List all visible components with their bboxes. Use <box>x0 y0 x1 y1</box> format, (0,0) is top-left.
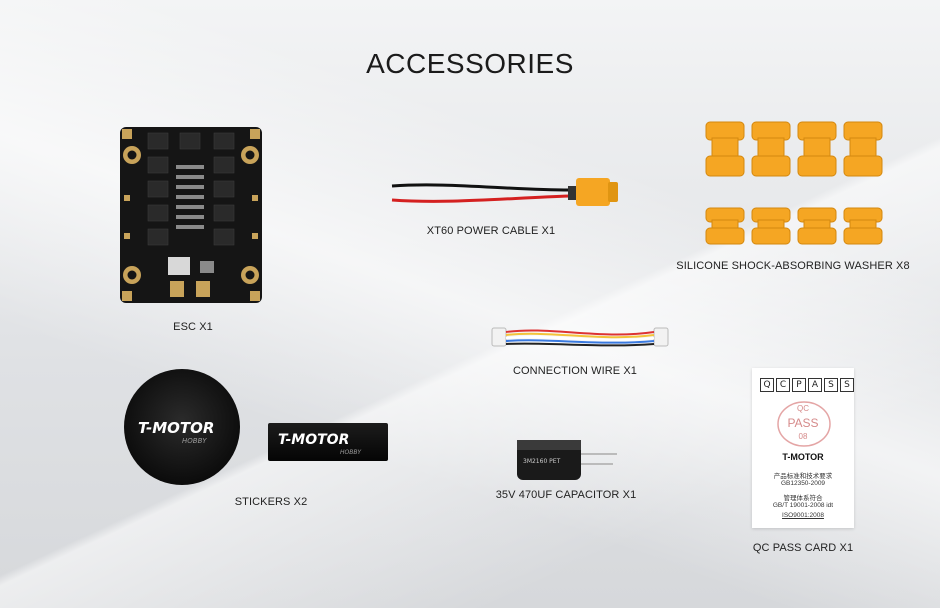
wire-label: CONNECTION WIRE X1 <box>512 365 638 377</box>
qc-header-char: A <box>808 378 822 392</box>
qc-line: 管理体系符合 <box>783 495 823 502</box>
capacitor-label: 35V 470UF CAPACITOR X1 <box>495 489 637 501</box>
qc-header-char: Q <box>760 378 774 392</box>
round-sticker-sub: HOBBY <box>182 437 207 445</box>
qc-line: ISO9001:2008 <box>782 512 824 519</box>
stickers-label: STICKERS X2 <box>234 496 308 508</box>
svg-text:3M2160 PET: 3M2160 PET <box>523 458 561 465</box>
round-sticker-logo: T-MOTOR <box>138 419 215 437</box>
xt60-label: XT60 POWER CABLE X1 <box>426 225 556 237</box>
qc-line: 产品标准和技术要求 <box>773 473 833 480</box>
capacitor: 3M2160 PET <box>515 438 619 482</box>
rect-sticker-sub: HOBBY <box>340 449 362 456</box>
qc-stamp-icon <box>777 401 831 447</box>
rect-sticker: T-MOTOR HOBBY <box>268 423 388 461</box>
rect-sticker-logo: T-MOTOR <box>278 432 350 448</box>
qc-line: GB/T 19001-2008 idt <box>772 502 834 509</box>
qc-logo: T-MOTOR <box>782 452 824 462</box>
qc-header-char: S <box>840 378 854 392</box>
silicone-washers <box>700 118 890 252</box>
qc-label: QC PASS CARD X1 <box>752 542 854 554</box>
qc-header-char: C <box>776 378 790 392</box>
connection-wire <box>490 322 670 352</box>
qc-header-char: S <box>824 378 838 392</box>
esc-label: ESC X1 <box>173 321 213 333</box>
esc-board <box>118 125 264 305</box>
qc-stamp-mid: PASS <box>787 416 819 430</box>
qc-pass-card: Q C P A S S QC PASS 08 T-MOTOR 产品标准和技术要求… <box>752 368 854 528</box>
qc-header-char: P <box>792 378 806 392</box>
washer-label: SILICONE SHOCK-ABSORBING WASHER X8 <box>676 260 910 272</box>
page-title: ACCESSORIES <box>366 48 574 79</box>
qc-stamp-num: 08 <box>798 432 808 441</box>
xt60-cable <box>388 168 628 216</box>
round-sticker: T-MOTOR HOBBY <box>124 369 240 485</box>
qc-stamp-top: QC <box>797 404 809 413</box>
qc-card-header: Q C P A S S <box>760 378 854 392</box>
qc-line: GB12350-2009 <box>780 480 826 487</box>
